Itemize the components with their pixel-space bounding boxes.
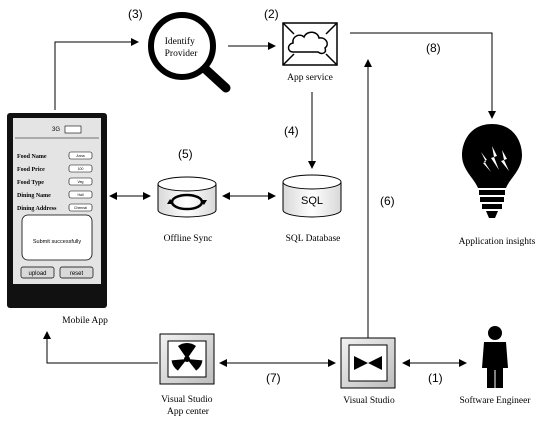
- app-service-label: App service: [287, 73, 333, 83]
- step-label-6: (6): [380, 194, 395, 208]
- connectors: [43, 32, 496, 367]
- form-field-label: Dining Name: [17, 193, 51, 199]
- identify-provider-node: Identify Provider: [148, 12, 231, 93]
- vs-app-center-node: Visual Studio App center: [159, 333, 215, 417]
- database-cylinder-icon: [282, 174, 342, 218]
- identify-provider-line1: Identify: [165, 36, 195, 47]
- app-service-node: App service: [282, 22, 338, 83]
- sql-database-node: SQL SQL Database: [282, 174, 342, 244]
- form-field-label: Dining Address: [17, 206, 57, 212]
- magnifier-icon: [148, 12, 231, 93]
- lightbulb-icon: [462, 124, 522, 218]
- software-engineer-label: Software Engineer: [460, 395, 532, 406]
- form-field-value: Hall: [77, 193, 83, 197]
- cloud-icon: [282, 22, 338, 66]
- arrow-phone-to-identify-provider: [54, 38, 139, 110]
- radiation-icon: [159, 333, 215, 385]
- sql-glyph: SQL: [301, 195, 323, 207]
- vs-app-center-line2: App center: [167, 407, 210, 417]
- person-icon: [482, 326, 508, 388]
- reset-button[interactable]: reset: [59, 266, 94, 279]
- software-engineer-node: Software Engineer: [460, 326, 532, 406]
- offline-sync-node: Offline Sync: [157, 176, 217, 244]
- offline-sync-label: Offline Sync: [164, 233, 213, 244]
- step-label-1: (1): [428, 371, 443, 385]
- application-insights-label: Application insights: [459, 237, 536, 247]
- form-field-input[interactable]: [68, 164, 93, 173]
- submit-message: Submit successfully: [33, 239, 82, 245]
- step-label-3: (3): [128, 7, 143, 21]
- form-field-label: Food Name: [17, 154, 47, 160]
- form-field-input[interactable]: [68, 177, 93, 186]
- step-numbers: (3) (2) (8) (4) (5) (6) (7) (1): [128, 7, 443, 385]
- submit-message-box: [21, 214, 93, 261]
- reset-button-label: reset: [70, 271, 84, 277]
- sql-database-label: SQL Database: [286, 234, 341, 244]
- vs-app-center-label: Visual Studio App center: [161, 395, 215, 417]
- form-field-label: Food Price: [17, 167, 45, 173]
- step-label-4: (4): [284, 124, 299, 138]
- arrow-app-service-to-insights: [350, 32, 496, 119]
- vs-app-center-line1: Visual Studio: [161, 395, 213, 405]
- identify-provider-label: Identify Provider: [165, 36, 199, 59]
- sync-cylinder-icon: [157, 176, 217, 218]
- form-field-value: Veg: [77, 180, 83, 184]
- step-label-2: (2): [264, 7, 279, 21]
- step-label-8: (8): [426, 41, 441, 55]
- upload-button[interactable]: upload: [20, 266, 55, 279]
- visual-studio-label: Visual Studio: [343, 396, 395, 406]
- arrow-app-center-to-mobile-app: [43, 331, 158, 364]
- form-field-input[interactable]: [68, 203, 93, 212]
- form-field-input[interactable]: [68, 190, 93, 199]
- phone-signal-label: 3G: [52, 127, 60, 133]
- identify-provider-line2: Provider: [165, 49, 199, 59]
- form-field-value: 100: [78, 167, 84, 171]
- upload-button-label: upload: [28, 271, 46, 277]
- bowtie-icon: [340, 337, 396, 389]
- form-field-input[interactable]: [68, 151, 93, 160]
- step-label-7: (7): [266, 371, 281, 385]
- mobile-app-label: Mobile App: [62, 316, 108, 326]
- visual-studio-node: Visual Studio: [340, 337, 396, 406]
- battery-icon: [64, 125, 82, 134]
- step-label-5: (5): [178, 147, 193, 161]
- application-insights-node: Application insights: [459, 124, 536, 247]
- form-field-label: Food Type: [17, 180, 44, 186]
- form-field-value: Anna: [76, 154, 84, 158]
- form-field-value: Chennai: [74, 206, 87, 210]
